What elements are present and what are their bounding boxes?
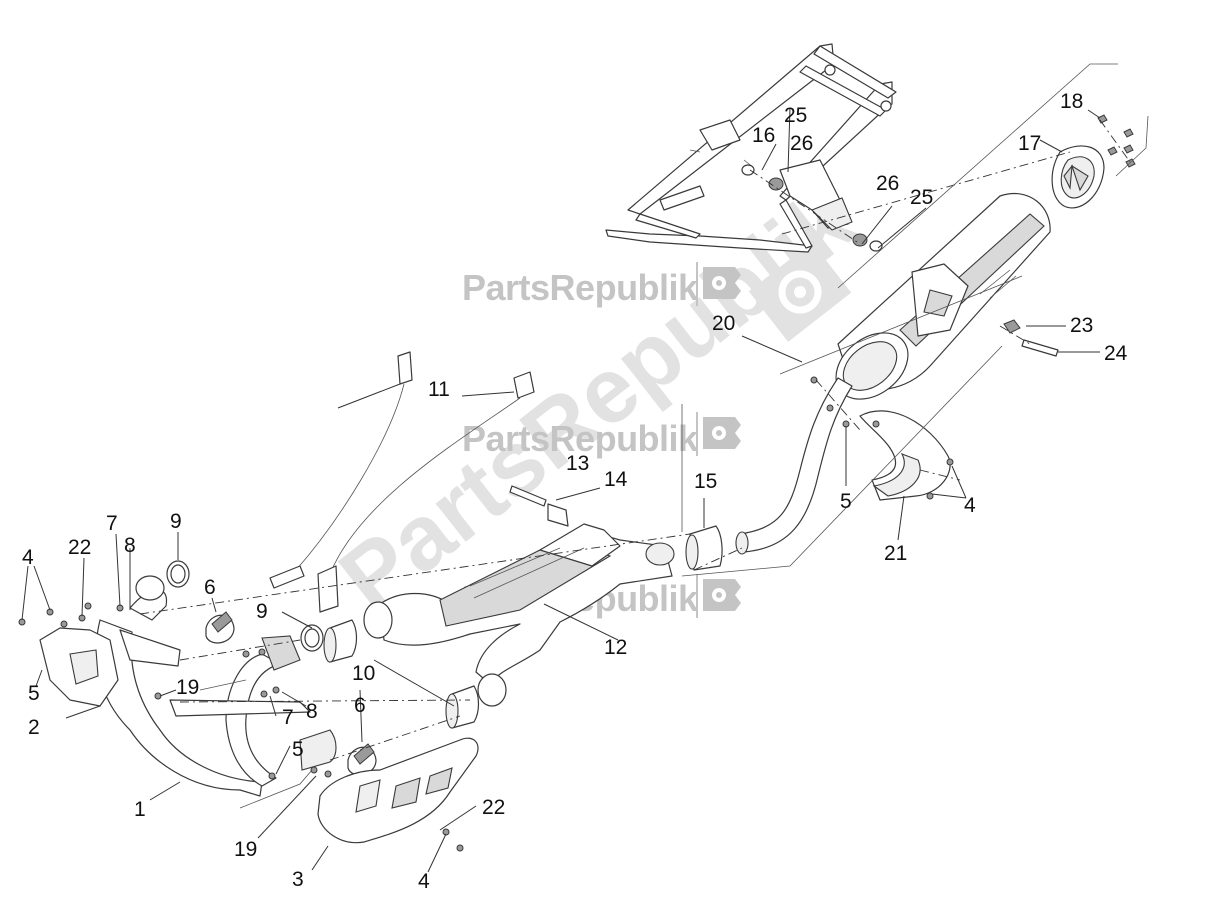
- leader-lines: [21, 107, 1101, 873]
- rubber-mounts-25-26: [741, 164, 883, 252]
- watermark-divider-1: [696, 262, 698, 306]
- callout-22b: 22: [482, 796, 505, 819]
- callout-11: 11: [428, 378, 450, 401]
- callout-14: 14: [604, 468, 628, 491]
- callout-8a: 8: [124, 534, 136, 557]
- clamps-6: [205, 611, 377, 776]
- callout-17: 17: [1018, 132, 1041, 155]
- callout-5b: 5: [292, 738, 304, 761]
- callout-23: 23: [1070, 314, 1093, 337]
- watermark-gear-icon-3: [703, 579, 741, 611]
- header-pipes-1: [95, 575, 337, 797]
- callout-7a: 7: [106, 512, 118, 535]
- screws-18: [1097, 114, 1136, 168]
- callout-19b: 19: [234, 838, 257, 861]
- watermark-text-2: PartsRepublik: [462, 418, 699, 459]
- callout-26b: 26: [876, 172, 899, 195]
- callout-5c: 5: [840, 490, 852, 513]
- callout-labels: 1 2 3 4 4 4 5 5 5 6 6 7 7 8 8 9 9 10 11 …: [22, 90, 1128, 893]
- watermark-big-gear-icon: [748, 242, 852, 342]
- collector-12: [363, 523, 675, 707]
- fasteners-small: [18, 376, 954, 852]
- callout-15: 15: [694, 470, 717, 493]
- callout-12: 12: [604, 636, 627, 659]
- callout-4c: 4: [964, 494, 976, 517]
- callout-22a: 22: [68, 536, 91, 559]
- watermark-text-1: PartsRepublik: [462, 267, 699, 308]
- rear-frame: [605, 43, 897, 253]
- lambda-sensors-11: [269, 351, 535, 613]
- callout-8b: 8: [306, 700, 318, 723]
- callout-25a: 25: [784, 104, 807, 127]
- callout-13: 13: [566, 452, 589, 475]
- callout-20: 20: [712, 312, 735, 335]
- callout-4b: 4: [418, 870, 430, 893]
- bolt-23-24: [1003, 319, 1059, 357]
- boundary-lines: [199, 63, 1149, 809]
- sleeves-10: [323, 619, 480, 729]
- watermark-gear-icon-1: [703, 267, 741, 299]
- callout-24: 24: [1104, 342, 1128, 365]
- callout-6b: 6: [354, 694, 366, 717]
- callout-18: 18: [1060, 90, 1083, 113]
- muffler-20: [835, 193, 1051, 400]
- heat-shield-3: [317, 737, 479, 844]
- end-cap-17: [1051, 145, 1105, 209]
- callout-16: 16: [752, 124, 775, 147]
- callout-2: 2: [28, 716, 40, 739]
- callout-3: 3: [292, 868, 304, 891]
- callout-6a: 6: [204, 576, 216, 599]
- callout-19a: 19: [176, 676, 199, 699]
- callout-9a: 9: [170, 510, 182, 533]
- watermark-divider-2: [696, 412, 698, 456]
- callout-4a: 4: [22, 546, 34, 569]
- gaskets-9: [166, 560, 324, 652]
- callout-9b: 9: [256, 600, 268, 623]
- heat-shield-21: [859, 410, 951, 501]
- callout-5a: 5: [28, 682, 40, 705]
- callout-26a: 26: [790, 132, 813, 155]
- alignment-lines: [139, 119, 1131, 761]
- callout-25b: 25: [910, 186, 933, 209]
- watermark-gear-icon-2: [703, 417, 741, 449]
- watermark-divider-3: [696, 574, 698, 618]
- pin-13-14: [509, 485, 569, 527]
- callout-10: 10: [352, 662, 375, 685]
- callout-21: 21: [884, 542, 907, 565]
- link-pipe: [735, 377, 853, 555]
- heat-shield-2: [39, 627, 181, 707]
- clamp-15: [685, 525, 723, 571]
- callout-1: 1: [134, 798, 146, 821]
- callout-7b: 7: [282, 706, 294, 729]
